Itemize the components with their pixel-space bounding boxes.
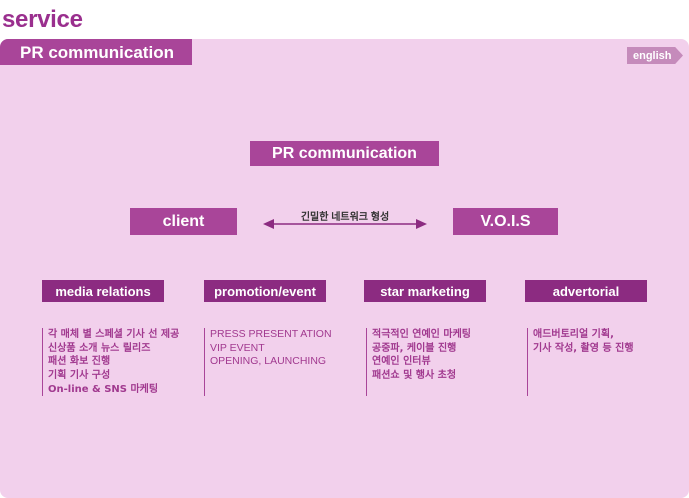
category-star-marketing: star marketing	[364, 280, 486, 302]
page-title: service	[2, 6, 83, 33]
vois-box: V.O.I.S	[453, 208, 558, 235]
category-advertorial: advertorial	[525, 280, 647, 302]
list-item: 적극적인 연예인 마케팅	[372, 329, 471, 340]
advertorial-list: 애드버토리얼 기획, 기사 작성, 촬영 등 진행	[527, 328, 677, 396]
list-item: 공중파, 케이블 진행	[372, 342, 457, 354]
pr-communication-box: PR communication	[250, 141, 439, 166]
content-panel	[0, 39, 689, 498]
list-item: 각 매체 별 스페셜 기사 선 제공	[48, 329, 180, 340]
list-item: 연예인 인터뷰	[372, 356, 431, 368]
list-item: 기사 작성, 촬영 등 진행	[533, 342, 634, 354]
client-box: client	[130, 208, 237, 235]
star-marketing-list: 적극적인 연예인 마케팅 공중파, 케이블 진행 연예인 인터뷰 패션쇼 및 행…	[366, 328, 516, 396]
category-promotion-event: promotion/event	[204, 280, 326, 302]
list-item: 기획 기사 구성	[48, 370, 111, 382]
section-tab: PR communication	[0, 39, 192, 65]
list-item: 애드버토리얼 기획,	[533, 329, 614, 340]
promotion-event-list: PRESS PRESENT ATION VIP EVENT OPENING, L…	[204, 328, 354, 396]
category-media-relations: media relations	[42, 280, 164, 302]
list-item: VIP EVENT	[210, 341, 265, 354]
list-item: 패션쇼 및 행사 초청	[372, 370, 457, 382]
list-item: PRESS PRESENT ATION	[210, 328, 332, 340]
list-item: 패션 화보 진행	[48, 356, 111, 368]
double-arrow-icon	[263, 219, 427, 229]
media-relations-list: 각 매체 별 스페셜 기사 선 제공 신상품 소개 뉴스 릴리즈 패션 화보 진…	[42, 328, 192, 396]
list-item: OPENING, LAUNCHING	[210, 355, 327, 368]
english-button[interactable]: english	[627, 47, 683, 64]
list-item: On-line & SNS 마케팅	[48, 383, 159, 395]
connector-label: 긴밀한 네트워크 형성	[300, 212, 390, 223]
list-item: 신상품 소개 뉴스 릴리즈	[48, 342, 151, 354]
